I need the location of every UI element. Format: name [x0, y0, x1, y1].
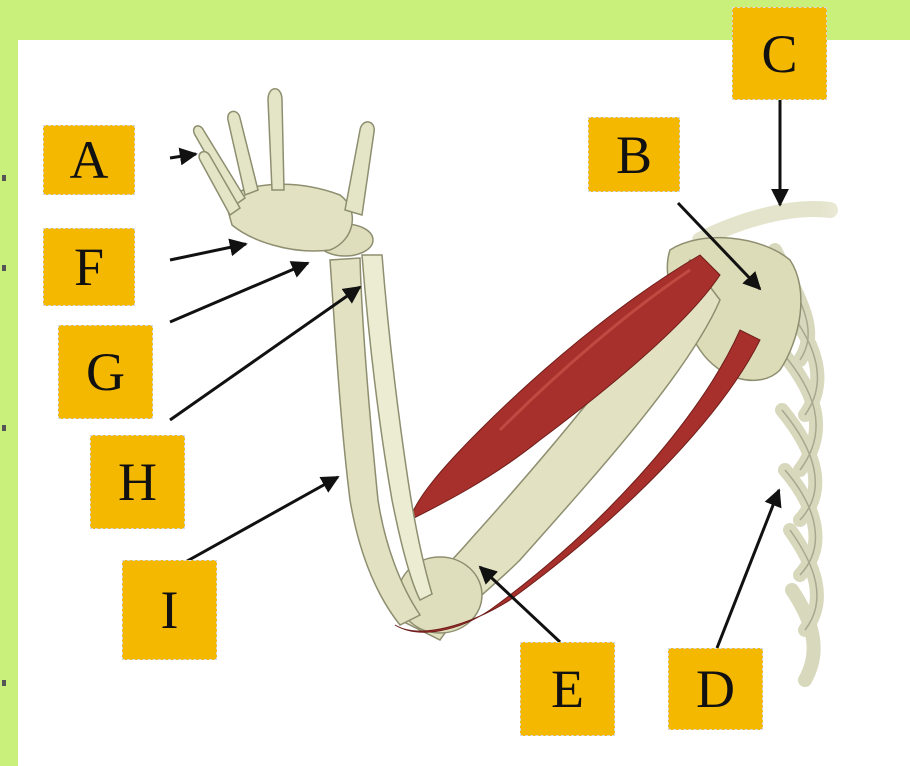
arrow-f [170, 244, 246, 260]
label-b: B [588, 117, 680, 192]
arrow-i [180, 477, 338, 565]
arrow-a [170, 154, 196, 158]
label-h: H [90, 435, 185, 529]
arrow-e [480, 567, 560, 642]
edge-mark [2, 680, 6, 686]
label-i: I [122, 560, 217, 660]
clavicle [700, 209, 830, 240]
label-a: A [43, 125, 135, 195]
label-e: E [520, 642, 615, 736]
label-c: C [732, 7, 827, 100]
arrow-d [717, 490, 779, 648]
edge-mark [2, 175, 6, 181]
label-d: D [668, 648, 763, 730]
label-g: G [58, 325, 153, 419]
label-f: F [43, 228, 135, 306]
arrow-g [170, 263, 308, 322]
edge-mark [2, 265, 6, 271]
arrow-h [170, 287, 360, 420]
edge-mark [2, 425, 6, 431]
